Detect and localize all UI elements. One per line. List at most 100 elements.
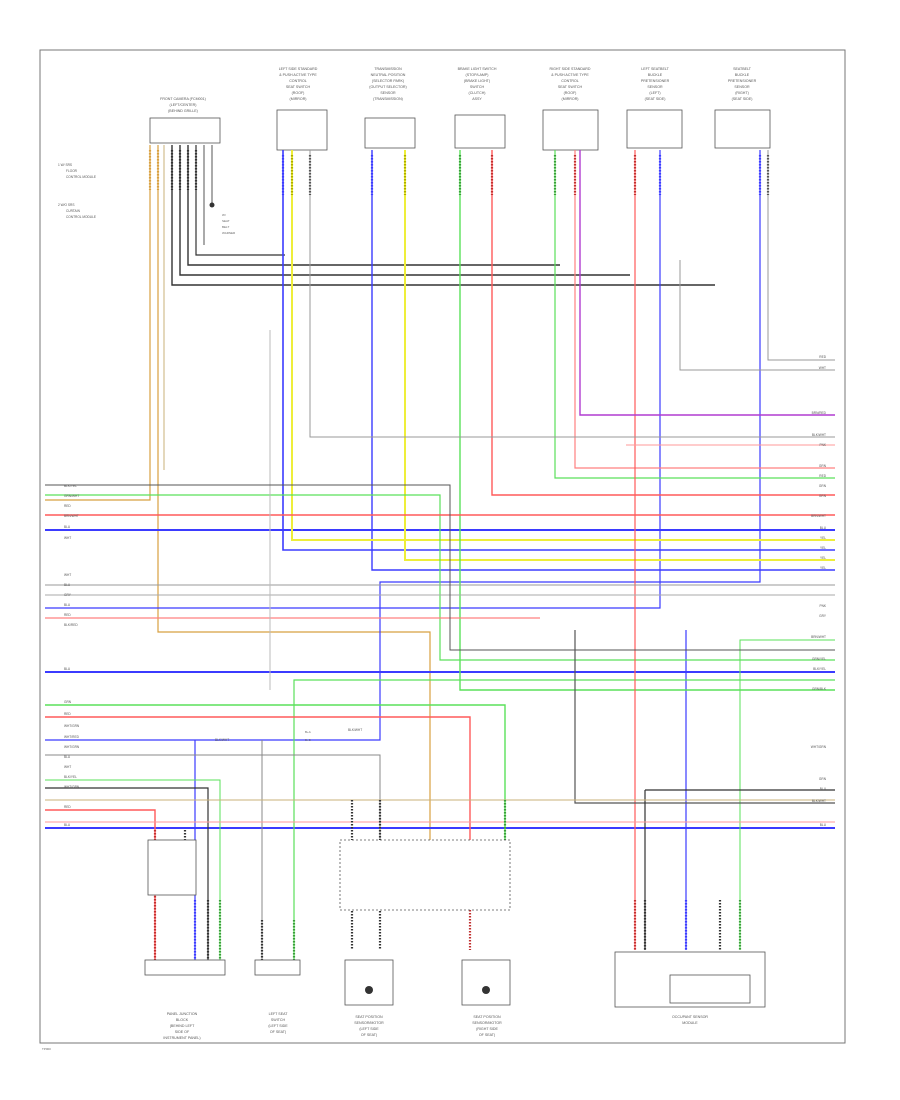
svg-text:BLU: BLU bbox=[64, 525, 71, 529]
motor-left-icon bbox=[365, 986, 373, 994]
svg-text:CURTAIN: CURTAIN bbox=[66, 209, 81, 213]
svg-text:BLK/WHT: BLK/WHT bbox=[812, 799, 826, 803]
svg-text:WHT/GRN: WHT/GRN bbox=[64, 724, 80, 728]
svg-text:SEAT POSITION: SEAT POSITION bbox=[355, 1015, 383, 1019]
svg-text:NEUTRAL POSITION: NEUTRAL POSITION bbox=[371, 73, 406, 77]
left-labels-d: GRN RED WHT/GRN WHT/RED WHT/GRN BLU WHT … bbox=[64, 700, 80, 827]
right-door-switch-connector bbox=[542, 109, 599, 151]
svg-text:PANEL JUNCTION: PANEL JUNCTION bbox=[167, 1012, 198, 1016]
wire-blue-6 bbox=[45, 150, 661, 609]
svg-text:CONTROL: CONTROL bbox=[561, 79, 579, 83]
svg-text:SENSOR/MOTOR: SENSOR/MOTOR bbox=[354, 1021, 384, 1025]
svg-text:BELT: BELT bbox=[222, 225, 229, 229]
svg-text:BLK/YEL: BLK/YEL bbox=[813, 667, 826, 671]
wire-green-4 bbox=[45, 704, 506, 905]
svg-text:BRN/WHT: BRN/WHT bbox=[811, 514, 826, 518]
wire-yellow-2 bbox=[404, 150, 835, 561]
wire-red-6 bbox=[574, 150, 835, 469]
wire-purple-1 bbox=[579, 150, 835, 416]
wire-green-1 bbox=[459, 150, 835, 691]
wire-green-5 bbox=[293, 679, 835, 975]
note-1: 1 W/ SRS FLOOR CONTROL MODULE bbox=[58, 163, 96, 179]
svg-text:GRN: GRN bbox=[819, 777, 827, 781]
left-door-switch-connector bbox=[276, 109, 328, 151]
svg-text:(ROOF): (ROOF) bbox=[564, 91, 577, 95]
svg-text:SWITCH: SWITCH bbox=[470, 85, 485, 89]
svg-text:GRN: GRN bbox=[819, 464, 827, 468]
svg-text:SEATBELT: SEATBELT bbox=[733, 67, 752, 71]
diagram-frame bbox=[39, 49, 846, 1044]
svg-text:BLK/YEL: BLK/YEL bbox=[64, 775, 77, 779]
panel-junction-inner bbox=[147, 839, 197, 896]
svg-text:BRN/RED: BRN/RED bbox=[812, 411, 827, 415]
svg-text:2 W/O SRS: 2 W/O SRS bbox=[58, 203, 74, 207]
svg-text:WHT: WHT bbox=[64, 765, 71, 769]
svg-text:(TRANSMISSION): (TRANSMISSION) bbox=[373, 97, 403, 101]
transmission-sensor-connector bbox=[364, 117, 416, 149]
right-labels: RED WHT BRN/RED BLK/WHT PNK GRN RED GRN … bbox=[811, 355, 827, 827]
brake-switch-connector bbox=[454, 114, 506, 149]
svg-text:(STOP/LAMP): (STOP/LAMP) bbox=[466, 73, 489, 77]
svg-text:SIDE OF: SIDE OF bbox=[175, 1030, 190, 1034]
svg-text:(BEHIND LEFT: (BEHIND LEFT bbox=[170, 1024, 195, 1028]
svg-text:PNK: PNK bbox=[819, 443, 826, 447]
seat-motor-left-box bbox=[344, 959, 394, 1006]
wire-red-5 bbox=[45, 809, 156, 975]
svg-text:RED: RED bbox=[64, 613, 71, 617]
component-right-seatbelt: SEATBELT BUCKLE PRETENSIONER SENSOR (RIG… bbox=[714, 67, 771, 149]
svg-text:WHT/GRN: WHT/GRN bbox=[64, 785, 80, 789]
svg-text:GRY: GRY bbox=[819, 614, 827, 618]
wire-blue-4 bbox=[282, 150, 835, 551]
svg-text:PRETENSIONER: PRETENSIONER bbox=[641, 79, 670, 83]
left-label-c: BLU bbox=[64, 667, 71, 671]
svg-text:YEL: YEL bbox=[820, 546, 826, 550]
svg-text:SEAT SWITCH: SEAT SWITCH bbox=[286, 85, 311, 89]
svg-text:BLU: BLU bbox=[820, 526, 827, 530]
wire-black-10 bbox=[45, 484, 835, 651]
wire-green-6 bbox=[739, 639, 835, 950]
svg-text:CONTROL: CONTROL bbox=[289, 79, 307, 83]
bottom-title-seat-position-right: SEAT POSITION SENSOR/MOTOR (RIGHT SIDE O… bbox=[472, 1015, 502, 1037]
svg-text:WHT: WHT bbox=[819, 366, 826, 370]
svg-text:BRN/WHT: BRN/WHT bbox=[811, 635, 826, 639]
svg-text:(ROOF): (ROOF) bbox=[292, 91, 305, 95]
svg-text:SENSOR: SENSOR bbox=[734, 85, 750, 89]
svg-text:INSTRUMENT PANEL): INSTRUMENT PANEL) bbox=[163, 1036, 200, 1040]
svg-text:WHT/RED: WHT/RED bbox=[64, 735, 80, 739]
svg-text:BLK/RED: BLK/RED bbox=[64, 623, 78, 627]
occupant-sensor-inner bbox=[669, 974, 751, 1004]
component-transmission-sensor: TRANSMISSION NEUTRAL POSITION (SELECTOR … bbox=[364, 67, 416, 149]
svg-text:FRONT CAMERA (FCM001): FRONT CAMERA (FCM001) bbox=[160, 97, 206, 101]
wire-yellow-1 bbox=[291, 150, 835, 541]
top-terminals bbox=[148, 150, 770, 195]
svg-text:CONTROL MODULE: CONTROL MODULE bbox=[66, 175, 96, 179]
component-brake-light-switch: BRAKE LIGHT SWITCH (STOP/LAMP) (BRAKE LI… bbox=[454, 67, 506, 149]
svg-text:(LEFT SIDE: (LEFT SIDE bbox=[359, 1027, 379, 1031]
svg-text:TRANSMISSION: TRANSMISSION bbox=[374, 67, 402, 71]
svg-text:(OUTPUT SELECTOR): (OUTPUT SELECTOR) bbox=[369, 85, 406, 89]
motor-right-icon bbox=[482, 986, 490, 994]
wire-black-3 bbox=[187, 145, 560, 266]
component-left-seatbelt: LEFT SEATBELT BUCKLE PRETENSIONER SENSOR… bbox=[626, 67, 683, 149]
svg-text:GRN/WHT: GRN/WHT bbox=[64, 494, 79, 498]
svg-text:1 W/ SRS: 1 W/ SRS bbox=[58, 163, 72, 167]
svg-text:BLK/WHT: BLK/WHT bbox=[812, 433, 826, 437]
wire-black-7 bbox=[574, 630, 835, 804]
svg-text:BRAKE LIGHT SWITCH: BRAKE LIGHT SWITCH bbox=[458, 67, 497, 71]
svg-text:FLOOR: FLOOR bbox=[66, 169, 78, 173]
svg-text:SEAT SWITCH: SEAT SWITCH bbox=[558, 85, 583, 89]
bottom-title-left-seat-switch: LEFT SEAT SWITCH (LEFT SIDE OF SEAT) bbox=[268, 1012, 288, 1034]
svg-text:CONTROL MODULE: CONTROL MODULE bbox=[66, 215, 96, 219]
svg-text:& PUSH ACTIVE TYPE: & PUSH ACTIVE TYPE bbox=[279, 73, 317, 77]
svg-text:SEAT: SEAT bbox=[222, 219, 230, 223]
svg-text:(LEFT/CENTER): (LEFT/CENTER) bbox=[170, 103, 197, 107]
svg-text:W/: W/ bbox=[222, 213, 226, 217]
bottom-title-seat-position-left: SEAT POSITION SENSOR/MOTOR (LEFT SIDE OF… bbox=[354, 1015, 384, 1037]
svg-text:RED: RED bbox=[64, 805, 71, 809]
svg-text:BLOCK: BLOCK bbox=[176, 1018, 189, 1022]
svg-text:BUCKLE: BUCKLE bbox=[735, 73, 750, 77]
left-labels-a: BLK/YEL GRN/WHT RED BRN/WHT BLU WHT bbox=[64, 484, 79, 540]
svg-text:WHT: WHT bbox=[64, 536, 71, 540]
splice-label-2: B+B bbox=[305, 738, 311, 742]
